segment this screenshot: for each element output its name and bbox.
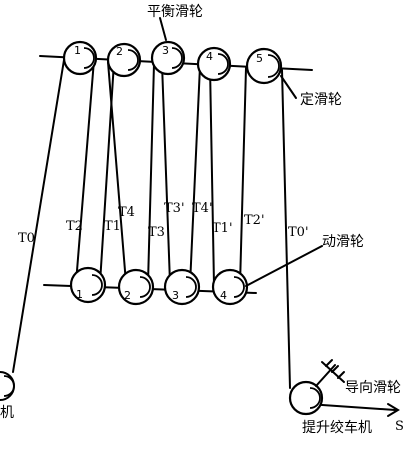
tension-t3p: T3' bbox=[164, 201, 185, 216]
balance-pulley-label: 平衡滑轮 bbox=[147, 3, 203, 20]
guide-arm bbox=[315, 364, 336, 387]
direction-arrow bbox=[387, 403, 400, 417]
svg-text:机: 机 bbox=[0, 405, 14, 421]
bottom-pulley-2: 2 bbox=[117, 268, 155, 306]
tension-t2: T2 bbox=[66, 219, 83, 234]
rope-t3 bbox=[147, 63, 155, 284]
tension-t0: T0 bbox=[18, 231, 35, 246]
callout-moving bbox=[245, 245, 323, 287]
top-pulley-3: 3 bbox=[150, 40, 186, 76]
rope-to-winch bbox=[307, 403, 396, 411]
tension-t0p: T0' bbox=[288, 225, 309, 240]
left-winch-pulley: 机 bbox=[0, 371, 15, 421]
svg-text:3: 3 bbox=[172, 289, 179, 302]
rope-t3p bbox=[161, 63, 171, 284]
winch-label: 提升绞车机 bbox=[302, 419, 372, 436]
rope-t2p bbox=[239, 67, 247, 286]
svg-text:1: 1 bbox=[74, 44, 81, 57]
top-pulley-2: 2 bbox=[106, 42, 142, 78]
callout-fixed bbox=[280, 75, 297, 99]
fixed-pulley-label: 定滑轮 bbox=[300, 91, 342, 108]
guide-pulley-label: 导向滑轮 bbox=[345, 379, 401, 396]
bottom-pulley-4: 4 bbox=[211, 268, 249, 306]
tension-t4p: T4' bbox=[192, 201, 213, 216]
svg-text:4: 4 bbox=[220, 289, 227, 302]
svg-text:1: 1 bbox=[76, 288, 83, 301]
svg-text:2: 2 bbox=[116, 45, 123, 58]
rope-t0 bbox=[12, 59, 65, 373]
svg-text:4: 4 bbox=[206, 50, 213, 63]
rope-t1p bbox=[209, 65, 215, 286]
svg-text:5: 5 bbox=[256, 52, 263, 65]
bottom-pulley-1: 1 bbox=[69, 266, 107, 304]
rope-t4 bbox=[107, 61, 127, 284]
guide-pulley bbox=[288, 359, 345, 416]
tension-t3: T3 bbox=[148, 225, 165, 240]
top-pulley-1: 1 bbox=[62, 40, 98, 76]
top-pulley-4: 4 bbox=[196, 46, 232, 82]
moving-pulley-label: 动滑轮 bbox=[322, 233, 364, 250]
svg-text:3: 3 bbox=[162, 44, 169, 57]
rope-t4p bbox=[189, 65, 201, 286]
tension-t1p: T1' bbox=[212, 221, 233, 236]
tension-t2p: T2' bbox=[244, 213, 265, 228]
rope-t1 bbox=[99, 61, 115, 284]
direction-label: S bbox=[395, 419, 404, 434]
tension-t4: T4 bbox=[118, 205, 135, 220]
bottom-pulley-3: 3 bbox=[163, 268, 201, 306]
rope-t0p bbox=[281, 69, 291, 389]
rope-t2 bbox=[75, 59, 95, 284]
tension-t1: T1 bbox=[104, 219, 121, 234]
callout-balance bbox=[159, 17, 167, 41]
top-pulley-5: 5 bbox=[245, 47, 283, 85]
rope-lines bbox=[12, 59, 400, 417]
svg-text:2: 2 bbox=[124, 289, 131, 302]
